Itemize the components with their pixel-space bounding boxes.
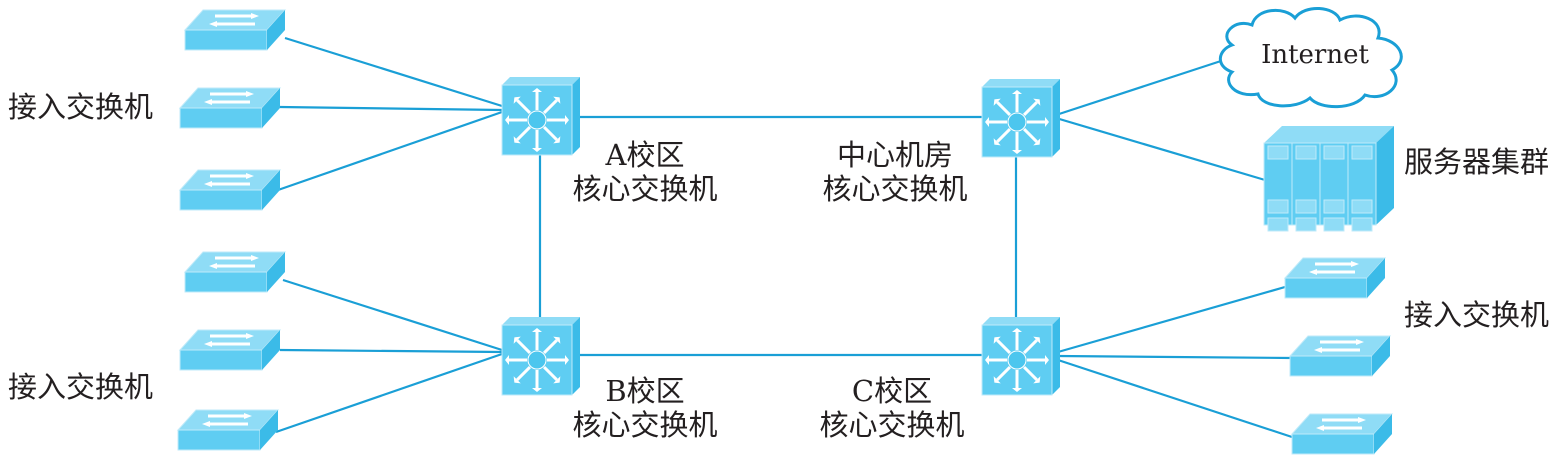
arrow-icon — [1023, 101, 1038, 116]
link-line — [1055, 116, 1266, 182]
arrow-icon — [1023, 366, 1038, 381]
arrow-icon — [1023, 339, 1038, 354]
link-line — [279, 348, 503, 354]
access-switch-icon — [178, 169, 282, 211]
link-line — [277, 110, 503, 192]
label-internet: Internet — [1261, 40, 1369, 70]
arrow-icon — [516, 366, 531, 381]
link-line — [1057, 358, 1296, 440]
core-switch-icon — [501, 77, 580, 156]
arrow-icon — [1023, 128, 1038, 143]
server-cluster-icon — [1263, 126, 1394, 232]
label-server-cluster: 服务器集群 — [1404, 145, 1550, 179]
arrow-icon — [996, 366, 1011, 381]
access-switch-icon — [1288, 335, 1392, 377]
label-access-left-bottom: 接入交换机 — [8, 370, 154, 404]
core-switch-icon — [981, 79, 1060, 158]
label-access-left-top: 接入交换机 — [8, 90, 154, 124]
arrow-icon — [543, 366, 558, 381]
arrow-icon — [516, 126, 531, 141]
arrow-icon — [996, 128, 1011, 143]
arrow-icon — [516, 339, 531, 354]
access-switch-icon — [176, 409, 280, 451]
arrow-icon — [996, 339, 1011, 354]
core-switch-icon — [981, 317, 1060, 396]
label-core-b-name: B校区 — [605, 374, 685, 408]
access-switch-icon — [183, 251, 287, 293]
arrow-icon — [543, 339, 558, 354]
link-line — [1057, 354, 1293, 360]
label-access-right: 接入交换机 — [1404, 298, 1550, 332]
link-line — [284, 36, 503, 108]
label-core-c-name: C校区 — [851, 374, 933, 408]
label-core-center-role: 核心交换机 — [822, 172, 968, 206]
internet-cloud-icon — [1218, 7, 1403, 109]
label-core-a-role: 核心交换机 — [572, 172, 718, 206]
label-core-b-role: 核心交换机 — [572, 408, 718, 442]
arrow-icon — [543, 126, 558, 141]
link-line — [282, 278, 503, 352]
link-line — [1057, 283, 1293, 354]
label-core-c-role: 核心交换机 — [819, 408, 965, 442]
link-line — [279, 105, 503, 112]
arrow-icon — [996, 101, 1011, 116]
access-switch-icon — [183, 9, 287, 51]
label-core-center-name: 中心机房 — [836, 138, 953, 172]
access-switch-icon — [1290, 413, 1394, 455]
link-line — [275, 352, 503, 434]
label-core-a-name: A校区 — [605, 138, 685, 172]
link-line — [1055, 58, 1225, 117]
arrow-icon — [543, 99, 558, 114]
core-switch-icon — [501, 317, 580, 396]
access-switch-icon — [178, 87, 282, 129]
arrow-icon — [516, 99, 531, 114]
access-switch-icon — [178, 329, 282, 371]
access-switch-icon — [1283, 257, 1387, 299]
